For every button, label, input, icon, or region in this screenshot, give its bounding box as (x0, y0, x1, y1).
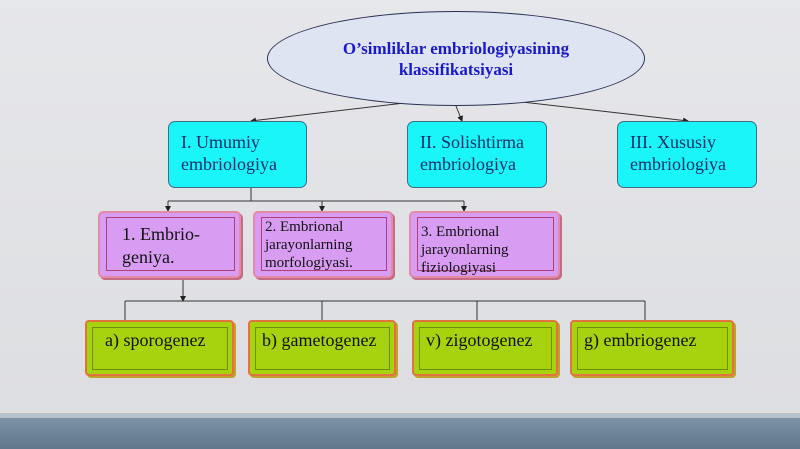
subtopic-line-3: morfologiyasi. (265, 255, 353, 271)
stage-label: b) gametogenez (262, 330, 377, 350)
branch-label-line-1: I. Umumiy (181, 132, 260, 152)
subtopic-morphology: 2. Embrional jarayonlarning morfologiyas… (253, 211, 393, 278)
subtopic-physiology: 3. Embrional jarayonlarning fiziologiyas… (409, 211, 560, 278)
subtopic-text: 1. Embrio- geniya. (122, 223, 233, 269)
subtopic-inner-frame (261, 217, 387, 271)
connector-root-branch-3 (504, 99, 689, 124)
branch-comparative-embryology: II. Solishtirma embriologiya (407, 121, 547, 188)
stage-label: g) embriogenez (584, 330, 697, 350)
stage-embryogenesis: g) embriogenez (570, 320, 734, 376)
branch-label-line-2: embriologiya (630, 154, 726, 174)
stage-inner-frame (419, 327, 552, 370)
footer-divider (0, 413, 800, 418)
stage-inner-frame (92, 327, 228, 370)
stage-zygotogenesis: v) zigotogenez (412, 320, 558, 376)
root-title-line-1: O’simliklar embriologiyasining (342, 38, 570, 58)
branch-label-line-1: III. Xususiy (630, 132, 716, 152)
subtopic-line-1: 1. Embrio- (122, 224, 200, 244)
footer-bar (0, 418, 800, 449)
connector-root-branch-2 (455, 105, 463, 122)
stage-inner-frame (577, 327, 728, 370)
subtopic-line-1: 2. Embrional (265, 219, 344, 235)
root-title: O’simliklar embriologiyasining klassifik… (316, 38, 596, 80)
root-title-line-2: klassifikatsiyasi (398, 59, 514, 79)
stage-gametogenesis: b) gametogenez (248, 320, 396, 376)
subtopic-line-2: geniya. (122, 247, 175, 267)
subtopic-line-1: 3. Embrional (421, 224, 500, 240)
branch-label-line-2: embriologiya (181, 154, 277, 174)
subtopic-embryogeny: 1. Embrio- geniya. (98, 211, 241, 278)
stage-inner-frame (255, 327, 390, 370)
stage-label: a) sporogenez (105, 330, 206, 350)
branch-general-embryology: I. Umumiy embriologiya (168, 121, 307, 188)
subtopic-inner-frame (106, 217, 235, 271)
subtopic-text: 2. Embrional jarayonlarning morfologiyas… (265, 218, 385, 272)
subtopic-line-2: jarayonlarning (265, 237, 353, 253)
stage-sporogenesis: a) sporogenez (85, 320, 234, 376)
subtopic-line-2: jarayonlarning (421, 242, 509, 258)
branch-label-line-1: II. Solishtirma (420, 132, 524, 152)
subtopic-line-3: fiziologiyasi (421, 260, 496, 276)
branch-special-embryology: III. Xususiy embriologiya (617, 121, 757, 188)
stage-label: v) zigotogenez (426, 330, 533, 350)
subtopic-text: 3. Embrional jarayonlarning fiziologiyas… (421, 223, 552, 277)
subtopic-inner-frame (417, 217, 554, 271)
root-node: O’simliklar embriologiyasining klassifik… (267, 11, 645, 106)
branch-label-line-2: embriologiya (420, 154, 516, 174)
